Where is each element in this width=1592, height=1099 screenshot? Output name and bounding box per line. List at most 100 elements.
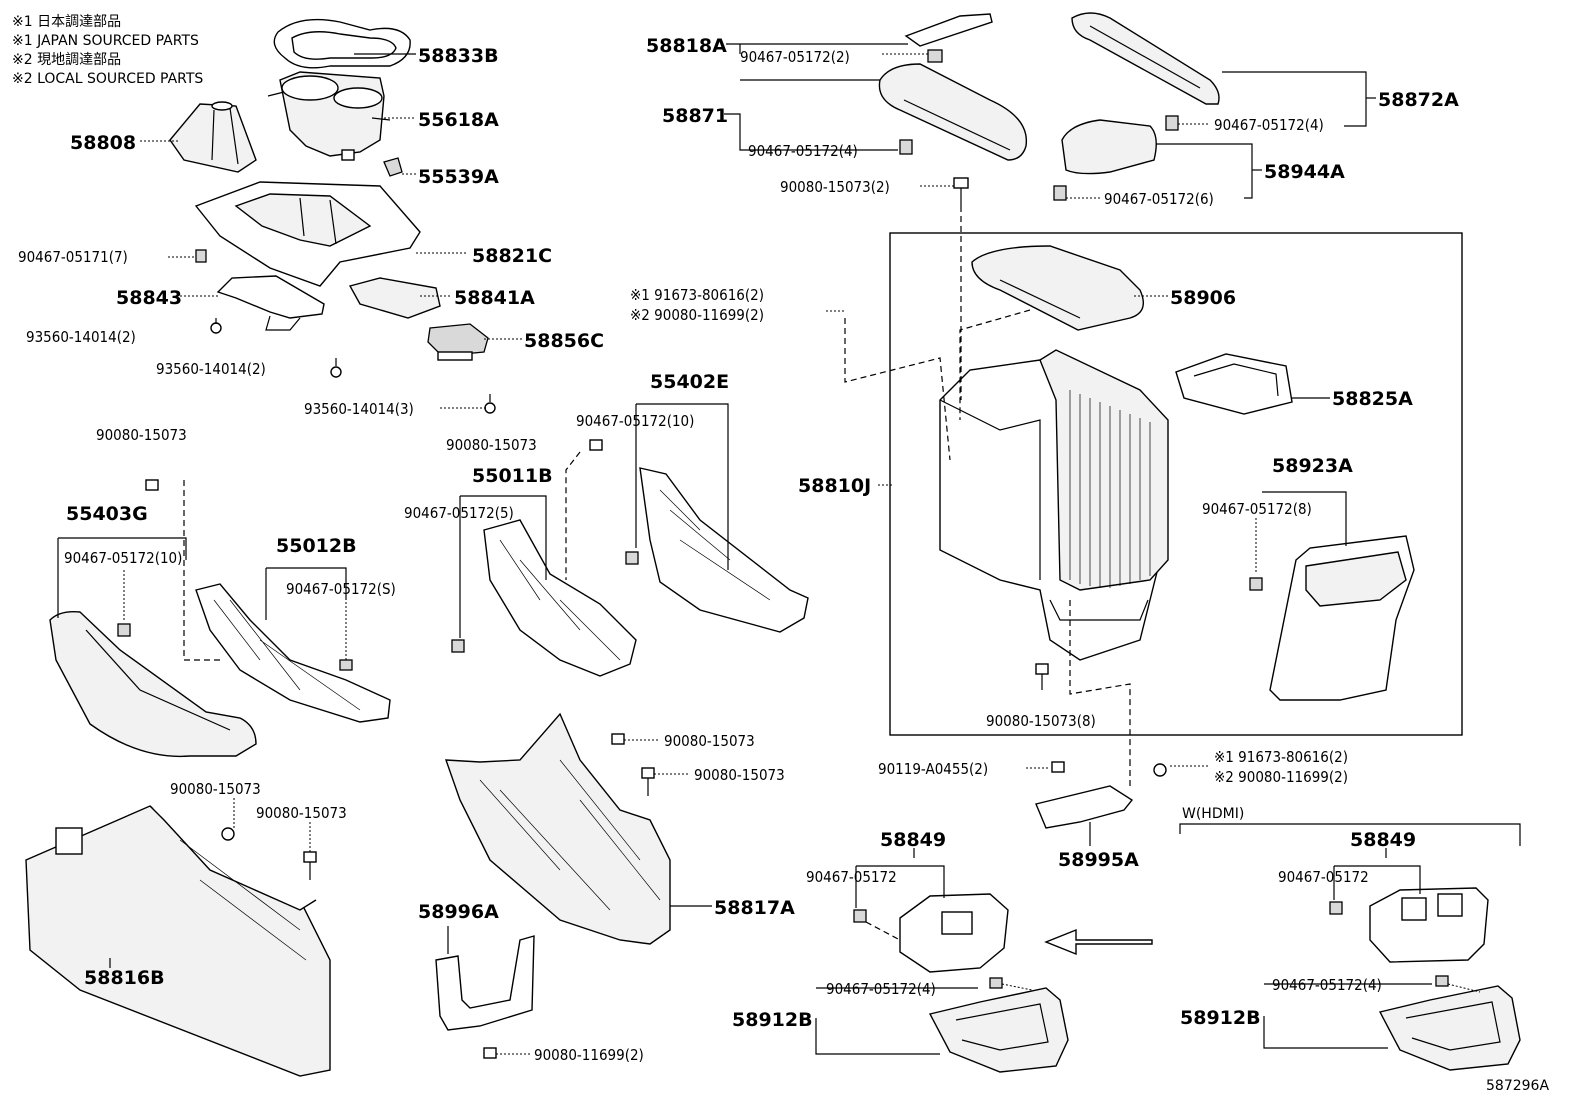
part-58944a-drawing [1053,119,1157,201]
part-58818a-drawing [904,13,993,63]
label-58872a: 58872A [1378,89,1459,111]
label-91673-80616-2b: ※1 91673-80616(2) [1214,748,1348,766]
label-58923a: 58923A [1272,455,1353,477]
label-58816b: 58816B [84,967,165,989]
part-58808-drawing [169,101,257,173]
left-arrow-icon [1044,928,1153,956]
label-90467-05171-7: 90467-05171(7) [18,248,128,266]
label-55402e: 55402E [650,371,729,393]
label-90467-05172-5: 90467-05172(5) [404,504,514,522]
part-58810j-drawing [939,349,1169,661]
part-58912b-right-drawing [1378,975,1521,1071]
label-93560-14014-2a: 93560-14014(2) [26,328,136,346]
label-58841a: 58841A [454,287,535,309]
label-58849-right: 58849 [1350,829,1416,851]
label-58871: 58871 [662,105,728,127]
label-55403g: 55403G [66,503,148,525]
part-58995a-drawing [1035,760,1167,829]
part-58825a-drawing [1175,353,1293,415]
label-58912b-left: 58912B [732,1009,813,1031]
label-90467-05172-s: 90467-05172(S) [286,580,396,598]
part-58856c-drawing [427,323,489,361]
part-58871-drawing [878,63,1028,161]
part-58849-right-drawing [1329,887,1489,963]
label-90467-05172-6: 90467-05172(6) [1104,190,1214,208]
part-58923a-drawing [1249,535,1415,701]
label-58843: 58843 [116,287,182,309]
part-58841a-drawing [348,277,441,319]
dashed-guides [844,206,1131,760]
label-90467-05172-4d: 90467-05172(4) [1272,976,1382,994]
label-55539a: 55539A [418,166,499,188]
label-93560-14014-3: 93560-14014(3) [304,400,414,418]
label-58810j: 58810J [798,475,871,497]
label-90467-05172-2: 90467-05172(2) [740,48,850,66]
note-1-jp: ※1 日本調達部品 [12,14,121,30]
note-1-en: ※1 JAPAN SOURCED PARTS [12,33,199,49]
label-90080-15073-e: 90080-15073 [170,780,261,798]
label-58808: 58808 [70,132,136,154]
label-90080-15073-d: 90080-15073 [694,766,785,784]
label-93560-14014-2b: 93560-14014(2) [156,360,266,378]
part-55402e-drawing [625,467,809,633]
part-58817a-drawing [444,712,671,945]
label-58825a: 58825A [1332,388,1413,410]
part-55012b-drawing [195,583,391,723]
assembly-58810j-box [889,232,1463,736]
label-90467-05172-4c: 90467-05172(4) [826,980,936,998]
part-58996a-drawing [435,935,535,1059]
label-90080-15073-f: 90080-15073 [256,804,347,822]
part-58833b-drawing [273,18,411,69]
label-90467-05172-4b: 90467-05172(4) [1214,116,1324,134]
label-90467-05172-4a: 90467-05172(4) [748,142,858,160]
label-58821c: 58821C [472,245,552,267]
note-2-jp: ※2 現地調達部品 [12,52,121,68]
part-58821c-drawing [194,181,421,287]
part-58849-left-drawing [853,893,1009,973]
part-58816b-drawing [25,805,331,1077]
part-55539a-drawing [383,157,403,177]
label-58906: 58906 [1170,287,1236,309]
label-58996a: 58996A [418,901,499,923]
label-90080-15073-b: 90080-15073 [96,426,187,444]
part-55011b-drawing [451,439,637,677]
bolt-icons-assembly [1035,663,1049,690]
label-58912b-right: 58912B [1180,1007,1261,1029]
note-2-en: ※2 LOCAL SOURCED PARTS [12,71,203,87]
label-58995a: 58995A [1058,849,1139,871]
part-58872a-drawing [1071,12,1220,131]
part-58843-drawing [216,275,325,331]
label-55012b: 55012B [276,535,357,557]
label-90080-15073-2: 90080-15073(2) [780,178,890,196]
label-58944a: 58944A [1264,161,1345,183]
label-90467-05172-10a: 90467-05172(10) [576,412,694,430]
screw-icons-front [195,249,496,414]
label-58833b: 58833B [418,45,499,67]
part-58906-drawing [971,245,1144,331]
hdmi-variant-bracket [1179,823,1521,846]
label-90080-15073-a: 90080-15073 [446,436,537,454]
label-90080-11699-2a: ※2 90080-11699(2) [630,306,764,324]
label-90119-a0455-2: 90119-A0455(2) [878,760,988,778]
part-58912b-left-drawing [928,977,1069,1073]
leader-lines [57,43,1481,1055]
label-58818a: 58818A [646,35,727,57]
label-55011b: 55011B [472,465,553,487]
label-90080-15073-c: 90080-15073 [664,732,755,750]
label-90080-11699-2c: ※2 90080-11699(2) [1214,768,1348,786]
label-58817a: 58817A [714,897,795,919]
label-90080-15073-8: 90080-15073(8) [986,712,1096,730]
label-55618a: 55618A [418,109,499,131]
bolt-icon-top [953,177,969,206]
label-90467-05172-left: 90467-05172 [806,868,897,886]
label-90467-05172-right: 90467-05172 [1278,868,1369,886]
label-90467-05172-8: 90467-05172(8) [1202,500,1312,518]
diagram-id: 587296A [1486,1078,1549,1094]
part-55618a-drawing [267,71,391,161]
label-variant-hdmi: W(HDMI) [1182,806,1244,822]
label-58856c: 58856C [524,330,604,352]
label-58849-left: 58849 [880,829,946,851]
part-55403g-drawing [49,479,257,758]
label-90467-05172-10b: 90467-05172(10) [64,549,182,567]
